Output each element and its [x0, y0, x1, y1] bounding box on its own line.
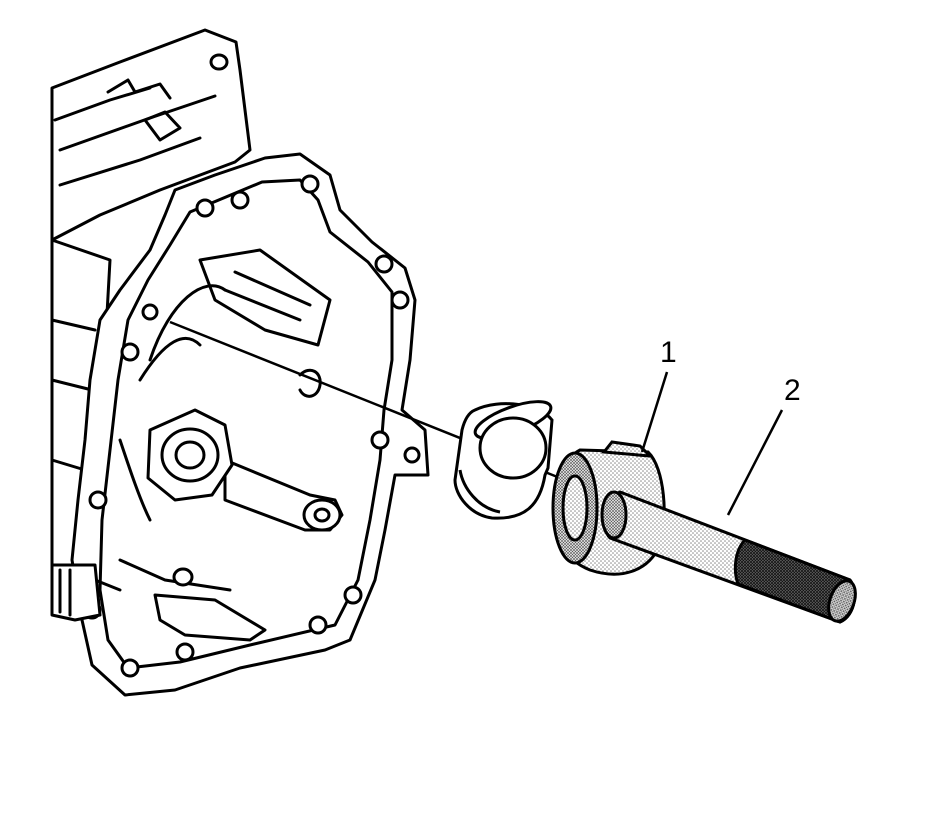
- case-lower-rails: [93, 558, 232, 592]
- case-left-rib: [50, 318, 97, 472]
- driver-handle-end: [827, 579, 857, 623]
- case-top-bolt-hole: [209, 53, 229, 71]
- case-lower-lug: [153, 593, 267, 642]
- case-left-bracket-lines: [58, 568, 72, 617]
- oil-seal-lip: [458, 469, 501, 514]
- seal-installer-face-inner: [561, 474, 589, 542]
- case-internal-web-upper: [198, 248, 332, 347]
- callout-2-label: 2: [784, 374, 801, 407]
- output-bore-inner: [174, 440, 206, 470]
- driver-handle: [600, 490, 857, 624]
- callout-1-label: 1: [660, 336, 677, 369]
- case-internal-cylinder-bore: [313, 507, 331, 523]
- bellhousing-flange: [70, 152, 430, 697]
- case-internal-web-lines: [223, 270, 312, 322]
- case-detent-lever: [298, 368, 322, 398]
- seal-bore-arc-lower: [118, 438, 152, 522]
- callout-2-leader: [726, 409, 784, 516]
- callout-1: 1: [640, 336, 677, 453]
- driver-handle-collar: [600, 490, 628, 540]
- seal-bore-arc: [138, 284, 227, 382]
- case-top-body: [50, 28, 252, 242]
- case-left-bracket: [50, 563, 102, 622]
- case-lower-bolt: [172, 567, 194, 587]
- callout-1-leader: [640, 371, 669, 453]
- case-top-rib: [106, 78, 182, 142]
- transmission-case: [50, 28, 430, 697]
- oil-seal: [453, 400, 554, 520]
- bellhousing-inner-edge: [98, 178, 394, 670]
- callout-2: 2: [726, 374, 801, 516]
- seal-installer: [551, 440, 666, 576]
- seal-installer-shoulder: [601, 440, 654, 458]
- oil-seal-inner-rim: [478, 416, 548, 480]
